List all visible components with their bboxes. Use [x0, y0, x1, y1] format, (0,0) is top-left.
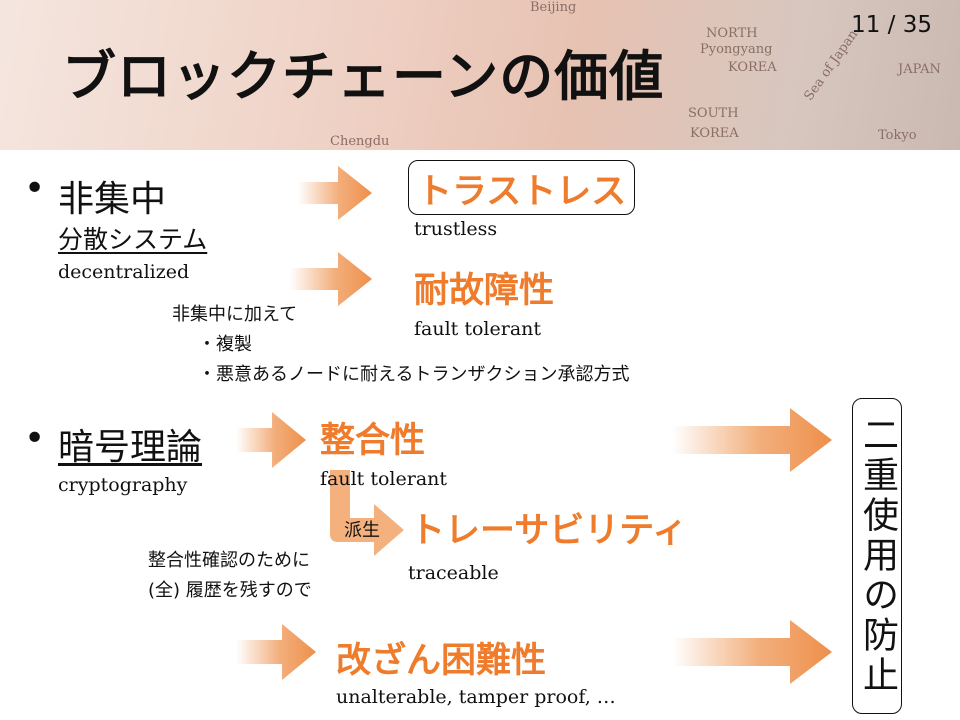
label-cryptography-en: cryptography [58, 474, 188, 496]
page-number: 11 / 35 [851, 12, 932, 38]
map-label: Tokyo [878, 128, 917, 143]
note-traceability-line1: 整合性確認のために [148, 550, 310, 571]
label-traceability-en: traceable [408, 562, 499, 584]
note-decentralized-line3: ・悪意あるノードに耐えるトランザクション承認方式 [198, 364, 630, 385]
arrow-to-fault-tolerance [290, 252, 372, 306]
note-traceability-line2: (全) 履歴を残すので [148, 580, 312, 601]
bullet-decentralized: • [24, 168, 46, 209]
label-fault-tolerance: 耐故障性 [414, 271, 555, 311]
label-double-spend-prevention: 二重使用の防止 [857, 416, 898, 696]
note-decentralized-line2: ・複製 [198, 334, 252, 355]
arrow-to-traceability [330, 470, 404, 556]
label-decentralized-en: decentralized [58, 261, 190, 283]
header-map-background: Beijing NORTH Pyongyang KOREA SOUTH KORE… [0, 0, 960, 150]
label-integrity: 整合性 [320, 421, 426, 461]
heading-cryptography: 暗号理論 [58, 427, 203, 468]
label-tamper-resistance: 改ざん困難性 [336, 641, 547, 681]
label-integrity-en: fault tolerant [320, 468, 448, 490]
heading-decentralized: 非集中 [58, 179, 167, 220]
label-traceability: トレーサビリティ [410, 511, 688, 551]
label-trustless-en: trustless [414, 218, 498, 240]
map-label: Beijing [530, 0, 577, 15]
box-trustless: トラストレス [408, 160, 636, 215]
arrow-to-tamper-resistance [236, 624, 316, 680]
label-tamper-en: unalterable, tamper proof, … [336, 686, 616, 708]
arrow-to-trustless [298, 166, 372, 220]
label-fault-tolerant-en: fault tolerant [414, 318, 542, 340]
note-decentralized-line1: 非集中に加えて [172, 304, 298, 325]
map-label: KOREA [690, 126, 739, 141]
map-label: KOREA [728, 60, 777, 75]
map-label: SOUTH [688, 106, 739, 121]
map-label: NORTH [706, 26, 758, 41]
map-label: Pyongyang [700, 42, 773, 57]
arrow-to-double-spend-lower [672, 620, 832, 684]
label-derived: 派生 [344, 520, 380, 541]
arrow-to-double-spend-upper [672, 408, 832, 472]
bullet-cryptography: • [24, 418, 46, 459]
box-double-spend-prevention: 二重使用の防止 [852, 398, 902, 714]
map-label: JAPAN [898, 62, 941, 77]
map-label: Chengdu [330, 134, 390, 149]
page-title: ブロックチェーンの価値 [62, 45, 665, 108]
arrow-to-integrity [236, 412, 306, 468]
sub-distributed-system: 分散システム [58, 225, 208, 254]
